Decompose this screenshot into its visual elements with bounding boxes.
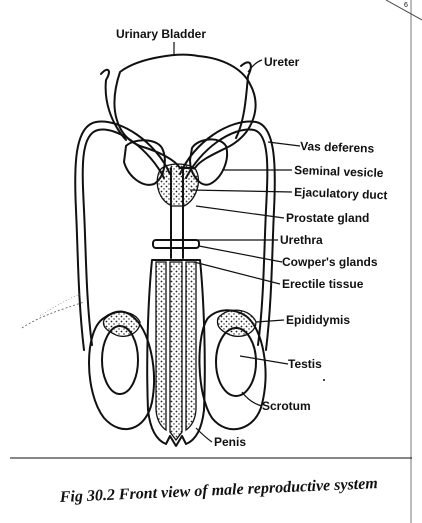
leader-prostate-gland — [195, 205, 285, 219]
erectile-tissue-left — [155, 261, 167, 432]
leader-ejaculatory-duct — [189, 189, 293, 193]
leader-cowpers-glands — [198, 245, 283, 263]
left-epididymis — [102, 311, 141, 337]
leader-testis — [239, 355, 289, 365]
left-vas-deferens — [81, 128, 165, 346]
figure-caption: Fig 30.2 Front view of male reproductive… — [58, 475, 378, 506]
pen-mark — [39, 293, 81, 317]
leader-penis — [195, 427, 213, 443]
right-testis — [215, 327, 257, 397]
label-urethra: Urethra — [280, 233, 323, 247]
label-penis: Penis — [214, 435, 246, 449]
label-testis: Testis — [288, 357, 322, 371]
label-erectile-tissue: Erectile tissue — [282, 277, 364, 291]
label-seminal-vesicle: Seminal vesicle — [294, 163, 384, 180]
label-epididymis: Epididymis — [286, 313, 350, 327]
page-number: 6 — [404, 2, 408, 9]
leader-scrotum — [241, 391, 263, 407]
leader-epididymis — [255, 319, 285, 323]
ink-dot — [323, 379, 325, 381]
prostate-gland — [156, 163, 199, 207]
leader-ureter — [247, 59, 263, 73]
label-scrotum: Scrotum — [262, 399, 311, 413]
pen-mark — [21, 301, 85, 329]
left-vas-deferens-inner — [74, 120, 171, 351]
label-cowpers-glands: Cowper's glands — [282, 255, 378, 269]
label-prostate-gland: Prostate gland — [286, 211, 369, 225]
right-vas-deferens — [185, 128, 269, 346]
page-corner — [385, 0, 422, 21]
cowpers-glands — [152, 239, 200, 249]
leader-vas-deferens — [267, 141, 301, 147]
right-ureter — [235, 61, 252, 139]
right-epididymis — [216, 309, 257, 337]
label-urinary-bladder: Urinary Bladder — [116, 27, 206, 41]
label-vas-deferens: Vas deferens — [300, 139, 375, 156]
urinary-bladder — [113, 53, 257, 169]
right-vas-deferens-inner — [179, 120, 276, 351]
label-ureter: Ureter — [264, 55, 300, 69]
erectile-tissue-right — [185, 261, 197, 432]
erectile-tissue-center — [169, 261, 183, 442]
leader-erectile-tissue — [193, 261, 281, 285]
label-ejaculatory-duct: Ejaculatory duct — [294, 185, 388, 202]
penis — [146, 259, 206, 447]
